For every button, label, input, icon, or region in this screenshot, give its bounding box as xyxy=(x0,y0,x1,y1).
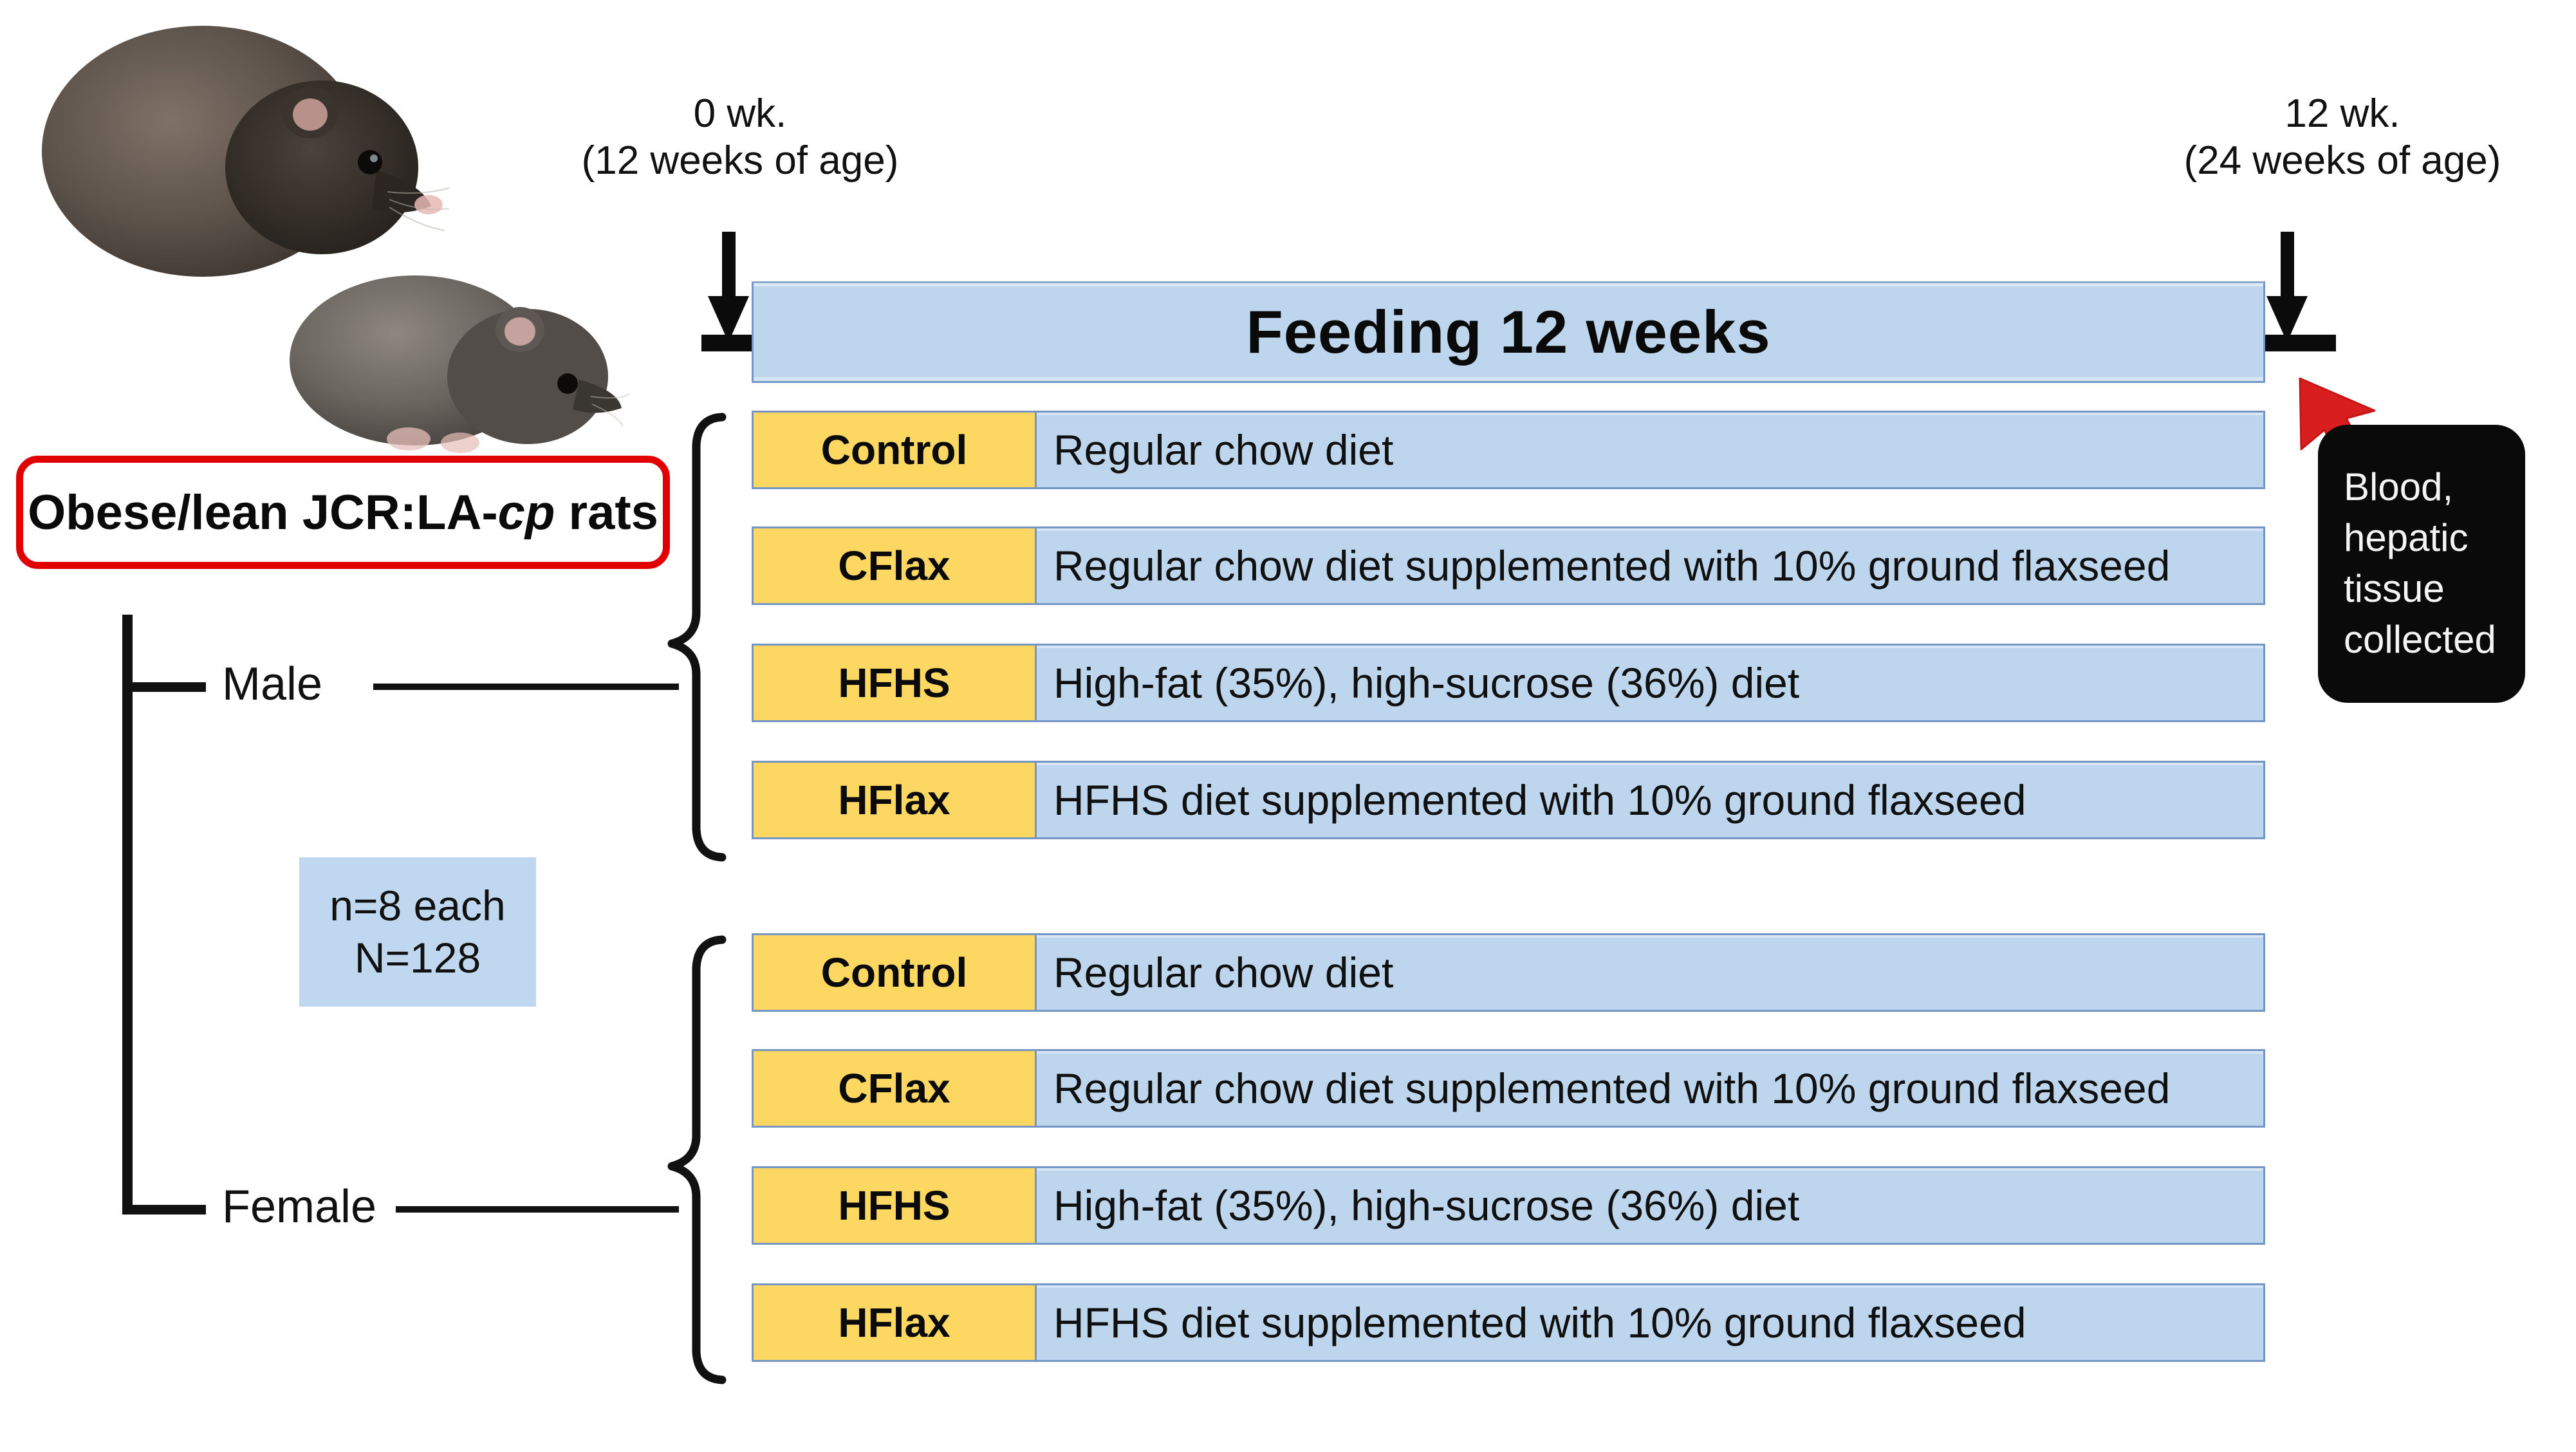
diet-description-cell: High-fat (35%), high-sucrose (36%) diet xyxy=(1035,1166,2265,1245)
timeline-end-age: (24 weeks of age) xyxy=(2183,138,2501,183)
collection-line-2: hepatic xyxy=(2344,516,2469,559)
table-row: Control Regular chow diet xyxy=(752,411,2265,489)
table-row: CFlax Regular chow diet supplemented wit… xyxy=(752,1049,2265,1128)
diet-description-cell: Regular chow diet xyxy=(1035,411,2265,489)
male-group-brace xyxy=(667,412,727,862)
animal-model-box: Obese/lean JCR:LA-cp rats xyxy=(16,456,670,569)
timeline-end-label: 12 wk. (24 weeks of age) xyxy=(2169,90,2516,184)
collection-line-4: collected xyxy=(2344,618,2496,662)
table-row: Control Regular chow diet xyxy=(752,933,2265,1012)
timeline-end-tick xyxy=(2262,335,2336,351)
collection-line-3: tissue xyxy=(2344,567,2445,610)
table-row: CFlax Regular chow diet supplemented wit… xyxy=(752,526,2265,605)
table-row: HFHS High-fat (35%), high-sucrose (36%) … xyxy=(752,644,2265,722)
female-group-brace xyxy=(667,935,727,1385)
sex-split-trunk xyxy=(122,615,133,1213)
timeline-end-week: 12 wk. xyxy=(2284,91,2400,136)
table-row: HFHS High-fat (35%), high-sucrose (36%) … xyxy=(752,1166,2265,1245)
timeline-end-arrow-icon xyxy=(2261,232,2313,344)
timeline-start-arrow-icon xyxy=(703,232,754,344)
feeding-bar-label: Feeding 12 weeks xyxy=(1246,298,1771,366)
timeline-start-week: 0 wk. xyxy=(693,91,787,136)
diet-name-cell: CFlax xyxy=(752,526,1035,605)
collection-line-1: Blood, xyxy=(2344,465,2454,508)
diet-name-cell: CFlax xyxy=(752,1049,1035,1128)
sample-size-per-group: n=8 each xyxy=(329,882,506,930)
animal-model-label-prefix: Obese/lean JCR:LA- xyxy=(28,485,498,540)
lean-rat-photo xyxy=(277,257,630,470)
sample-size-box: n=8 each N=128 xyxy=(299,857,536,1007)
obese-rat-photo xyxy=(19,6,457,302)
male-connector-line xyxy=(373,684,679,690)
diet-name-cell: Control xyxy=(752,933,1035,1012)
diet-name-cell: Control xyxy=(752,411,1035,489)
diet-description-cell: Regular chow diet supplemented with 10% … xyxy=(1035,1049,2265,1128)
animal-model-gene-italic: cp xyxy=(497,485,555,540)
diet-name-cell: HFlax xyxy=(752,1283,1035,1362)
sex-label-male: Male xyxy=(222,658,323,710)
animal-model-label-suffix: rats xyxy=(555,485,658,540)
timeline-start-label: 0 wk. (12 weeks of age) xyxy=(566,90,914,184)
diet-name-cell: HFlax xyxy=(752,761,1035,839)
diet-description-cell: High-fat (35%), high-sucrose (36%) diet xyxy=(1035,644,2265,722)
diet-description-cell: Regular chow diet xyxy=(1035,933,2265,1012)
diet-name-cell: HFHS xyxy=(752,1166,1035,1245)
male-branch-stub xyxy=(122,682,206,692)
timeline-start-age: (12 weeks of age) xyxy=(581,138,899,183)
endpoint-collection-box: Blood, hepatic tissue collected xyxy=(2318,425,2525,703)
female-connector-line xyxy=(396,1206,679,1213)
table-row: HFlax HFHS diet supplemented with 10% gr… xyxy=(752,1283,2265,1362)
feeding-period-bar: Feeding 12 weeks xyxy=(752,281,2265,383)
sample-size-total: N=128 xyxy=(354,934,481,982)
diet-description-cell: HFHS diet supplemented with 10% ground f… xyxy=(1035,761,2265,839)
diet-name-cell: HFHS xyxy=(752,644,1035,722)
sex-label-female: Female xyxy=(222,1181,377,1233)
animal-model-label: Obese/lean JCR:LA-cp rats xyxy=(28,485,658,541)
table-row: HFlax HFHS diet supplemented with 10% gr… xyxy=(752,761,2265,839)
diet-description-cell: Regular chow diet supplemented with 10% … xyxy=(1035,526,2265,605)
diet-description-cell: HFHS diet supplemented with 10% ground f… xyxy=(1035,1283,2265,1362)
female-branch-stub xyxy=(122,1205,206,1215)
